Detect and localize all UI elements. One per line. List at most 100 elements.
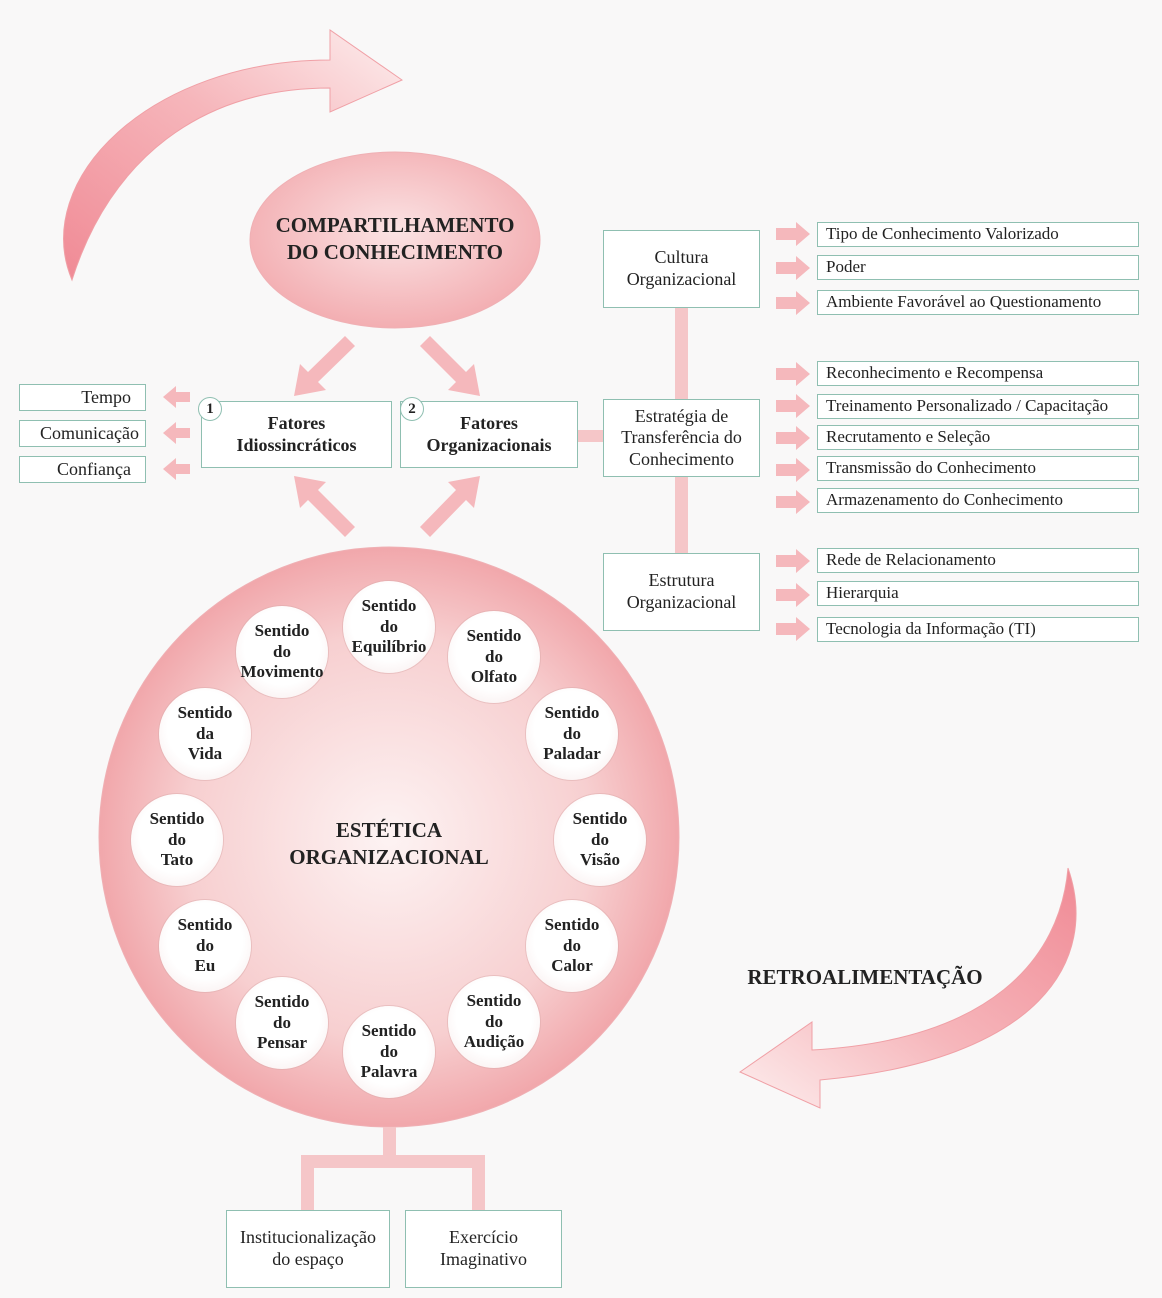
culture-line2: Organizacional — [626, 269, 737, 289]
right-item-label: Poder — [826, 257, 866, 277]
institutionalization-line1: Institucionalização — [240, 1227, 376, 1248]
right-item: Treinamento Personalizado / Capacitação — [817, 394, 1139, 419]
sense-line1: Sentido — [361, 1021, 417, 1041]
right-item-label: Armazenamento do Conhecimento — [826, 490, 1063, 510]
sense-line3: Tato — [160, 850, 194, 870]
sense-line2: do — [563, 723, 581, 743]
curved-arrow-bottom-icon — [738, 867, 1077, 1109]
right-item: Hierarquia — [817, 581, 1139, 606]
sense-line1: Sentido — [544, 703, 600, 723]
right-item-label: Hierarquia — [826, 583, 899, 603]
left-item-comunicacao: Comunicação — [19, 420, 146, 447]
strategy-line3: Conhecimento — [629, 448, 734, 469]
left-item-confianca: Confiança — [19, 456, 146, 483]
organizational-factors-box: Fatores Organizacionais — [400, 401, 578, 468]
right-item-label: Ambiente Favorável ao Questionamento — [826, 292, 1102, 312]
strategy-line2: Transferência do — [621, 427, 742, 448]
structure-line2: Organizacional — [626, 592, 737, 612]
sense-line3: Visão — [579, 850, 620, 870]
left-item-label: Comunicação — [40, 422, 139, 443]
sense-line3: Paladar — [543, 744, 601, 764]
imaginative-line2: Imaginativo — [440, 1249, 527, 1269]
right-item: Tipo de Conhecimento Valorizado — [817, 222, 1139, 247]
culture-line1: Cultura — [654, 247, 709, 268]
factor-number-badge: 1 — [198, 397, 222, 421]
sense-line1: Sentido — [466, 626, 522, 646]
aesthetics-line2: ORGANIZACIONAL — [289, 845, 489, 870]
sense-line2: do — [273, 641, 291, 661]
right-item-label: Tecnologia da Informação (TI) — [826, 619, 1036, 639]
idiosyncratic-line2: Idiossincráticos — [236, 434, 357, 455]
sense-line2: do — [196, 935, 214, 955]
sense-line1: Sentido — [361, 596, 417, 616]
right-item-label: Rede de Relacionamento — [826, 550, 996, 570]
sense-line1: Sentido — [254, 621, 310, 641]
left-item-label: Confiança — [57, 458, 131, 479]
institutionalization-box: Institucionalização do espaço — [226, 1210, 390, 1288]
strategy-box: Estratégia de Transferência do Conhecime… — [603, 399, 760, 477]
left-item-tempo: Tempo — [19, 384, 146, 411]
sense-line1: Sentido — [572, 809, 628, 829]
sense-line3: Eu — [194, 956, 216, 976]
right-item: Recrutamento e Seleção — [817, 425, 1139, 450]
left-item-label: Tempo — [81, 386, 131, 407]
sense-line2: do — [485, 646, 503, 666]
structure-box: Estrutura Organizacional — [603, 553, 760, 631]
culture-box: Cultura Organizacional — [603, 230, 760, 308]
right-item-label: Tipo de Conhecimento Valorizado — [826, 224, 1059, 244]
sense-line1: Sentido — [149, 809, 205, 829]
structure-line1: Estrutura — [648, 570, 715, 591]
factor-number: 2 — [408, 400, 416, 417]
strategy-line1: Estratégia de — [634, 405, 729, 426]
diagonal-arrows — [294, 336, 480, 537]
aesthetics-line1: ESTÉTICA — [335, 818, 443, 842]
right-item-label: Recrutamento e Seleção — [826, 427, 991, 447]
idiosyncratic-line1: Fatores — [267, 412, 326, 433]
sense-line2: do — [380, 1041, 398, 1061]
sense-line1: Sentido — [177, 703, 233, 723]
knowledge-sharing-ellipse — [249, 151, 541, 329]
sense-line2: da — [196, 723, 214, 743]
right-item-label: Treinamento Personalizado / Capacitação — [826, 396, 1109, 416]
right-item: Ambiente Favorável ao Questionamento — [817, 290, 1139, 315]
right-item-label: Transmissão do Conhecimento — [826, 458, 1036, 478]
organizational-aesthetics-title: ESTÉTICA ORGANIZACIONAL — [269, 817, 509, 872]
right-item: Poder — [817, 255, 1139, 280]
sense-line1: Sentido — [466, 991, 522, 1011]
bottom-connectors — [301, 1127, 485, 1211]
sense-line1: Sentido — [254, 992, 310, 1012]
knowledge-sharing-title: COMPARTILHAMENTO DO CONHECIMENTO — [250, 212, 540, 267]
sense-line2: do — [273, 1012, 291, 1032]
feedback-label: RETROALIMENTAÇÃO — [747, 965, 983, 989]
right-item: Tecnologia da Informação (TI) — [817, 617, 1139, 642]
knowledge-sharing-line1: COMPARTILHAMENTO — [275, 213, 515, 237]
sense-line1: Sentido — [544, 915, 600, 935]
organizational-line1: Fatores — [460, 412, 518, 433]
right-item-arrows — [776, 222, 810, 641]
sense-line2: do — [380, 616, 398, 636]
sense-line3: Pensar — [256, 1033, 308, 1053]
right-item: Armazenamento do Conhecimento — [817, 488, 1139, 513]
sense-line1: Sentido — [177, 915, 233, 935]
idiosyncratic-factors-box: Fatores Idiossincráticos — [201, 401, 392, 468]
sense-line3: Vida — [187, 744, 223, 764]
sense-line3: Calor — [551, 956, 593, 976]
sense-line2: do — [563, 935, 581, 955]
sense-line2: do — [591, 829, 609, 849]
curved-arrow-top-icon — [63, 29, 404, 282]
sense-line2: do — [485, 1011, 503, 1031]
sense-line2: do — [168, 829, 186, 849]
imaginative-exercise-box: Exercício Imaginativo — [405, 1210, 562, 1288]
sense-line3: Audição — [463, 1032, 525, 1052]
organizational-line2: Organizacionais — [426, 434, 552, 455]
right-item: Rede de Relacionamento — [817, 548, 1139, 573]
